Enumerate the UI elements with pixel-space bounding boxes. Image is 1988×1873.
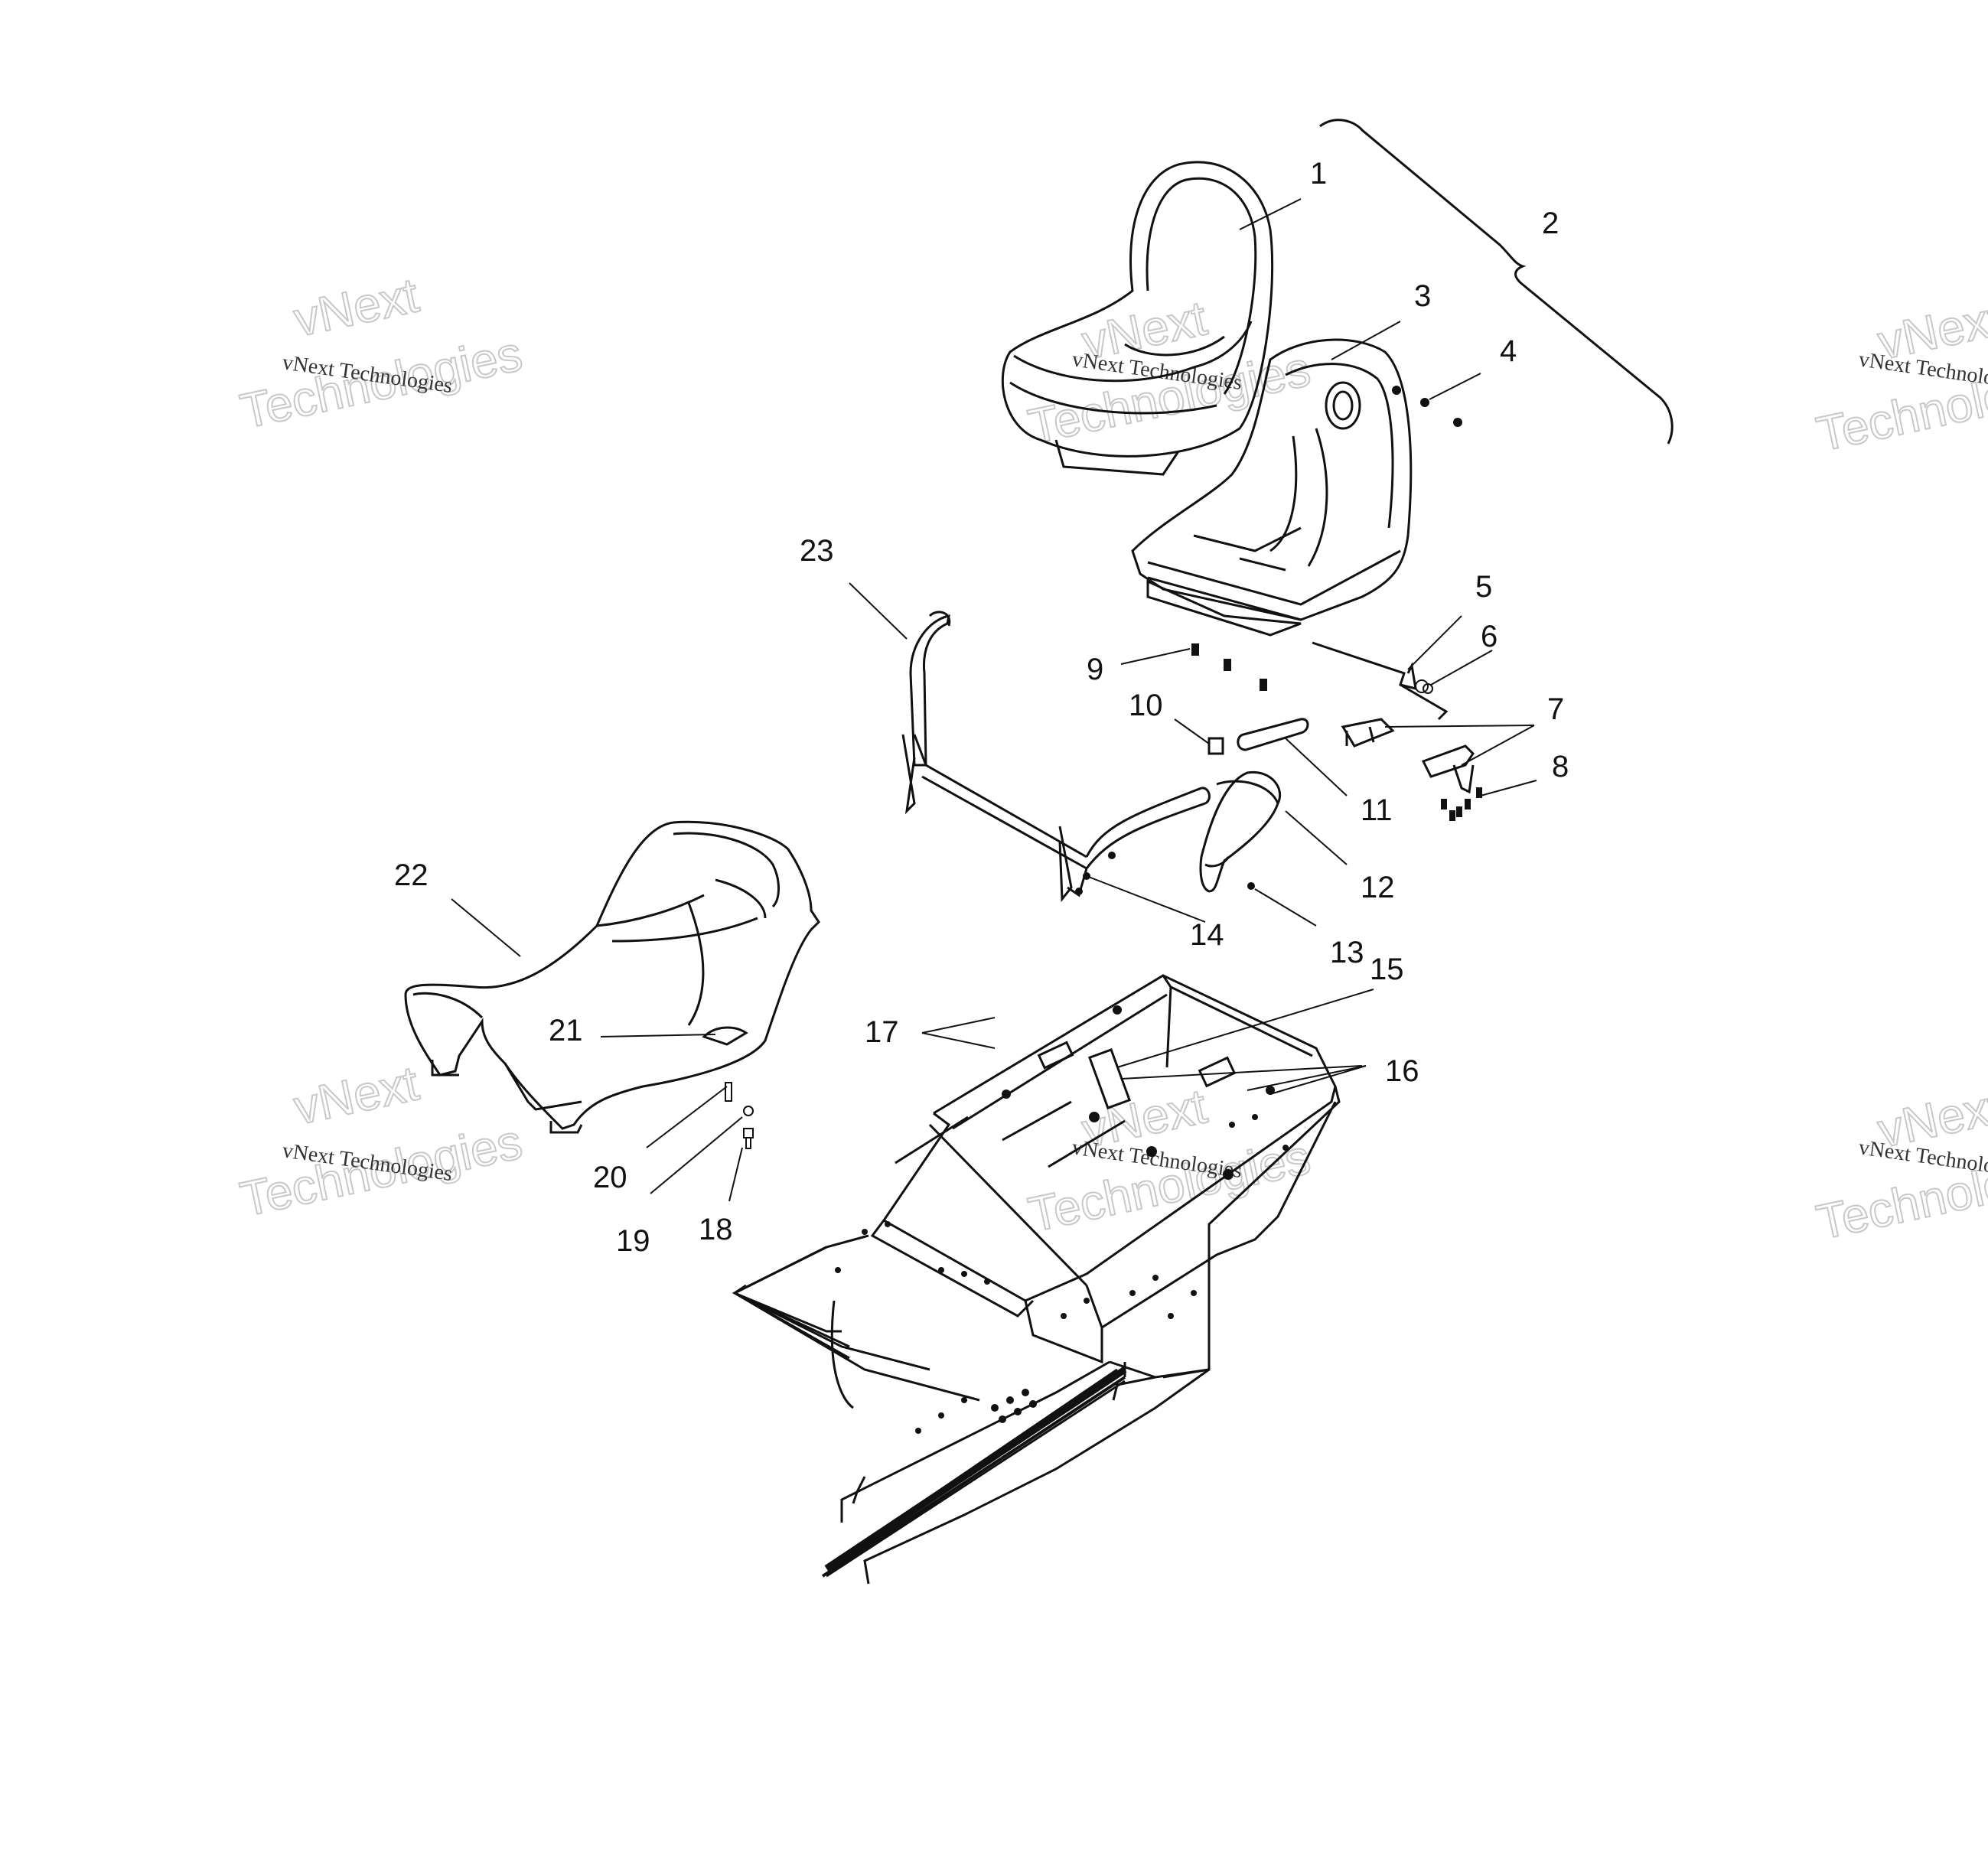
seat-base bbox=[1133, 340, 1411, 635]
callout-23: 23 bbox=[800, 534, 834, 568]
callout-11: 11 bbox=[1361, 793, 1393, 827]
chassis-rivets bbox=[835, 1005, 1289, 1434]
callout-9: 9 bbox=[1087, 653, 1103, 686]
callout-19: 19 bbox=[616, 1224, 650, 1258]
watermark-top-right: vNext Technologies vNext Technologies bbox=[1811, 289, 1988, 462]
seat-22 bbox=[406, 822, 819, 1132]
callout-4: 4 bbox=[1500, 334, 1517, 368]
svg-text:vNext: vNext bbox=[289, 267, 423, 347]
svg-text:vNext: vNext bbox=[289, 1055, 423, 1135]
callout-15: 15 bbox=[1370, 953, 1404, 986]
callout-labels: 1 2 3 4 5 6 7 8 9 10 11 12 13 14 15 16 1… bbox=[394, 157, 1569, 1258]
chassis-tunnel bbox=[735, 976, 1339, 1584]
spring bbox=[1415, 679, 1433, 694]
fasteners-18-20 bbox=[725, 1083, 754, 1148]
latch-bracket bbox=[1343, 719, 1473, 792]
group-bracket-2 bbox=[1319, 119, 1674, 445]
bolts-4 bbox=[1392, 386, 1462, 427]
callout-18: 18 bbox=[699, 1213, 733, 1246]
watermark-bottom-left: vNext Technologies vNext Technologies bbox=[235, 1054, 527, 1227]
callout-22: 22 bbox=[394, 858, 429, 892]
callout-13: 13 bbox=[1330, 936, 1364, 969]
watermark-top-center: vNext Technologies vNext Technologies bbox=[1023, 289, 1315, 454]
leader-lines bbox=[451, 198, 1537, 1202]
callout-10: 10 bbox=[1129, 689, 1163, 722]
light-housing-12 bbox=[1201, 772, 1280, 891]
bolts-9 bbox=[1192, 644, 1266, 690]
callout-1: 1 bbox=[1310, 157, 1327, 191]
callout-16: 16 bbox=[1385, 1054, 1419, 1088]
grab-handle bbox=[903, 612, 1209, 899]
bolts-8 bbox=[1442, 788, 1481, 820]
backrest-cushion bbox=[1002, 162, 1272, 474]
watermark-top-left: vNext Technologies vNext Technologies bbox=[235, 266, 527, 439]
callout-14: 14 bbox=[1190, 918, 1224, 952]
callout-21: 21 bbox=[549, 1014, 583, 1047]
callout-3: 3 bbox=[1414, 279, 1431, 313]
svg-text:Technologies: Technologies bbox=[1024, 1129, 1315, 1243]
callout-20: 20 bbox=[593, 1161, 627, 1194]
screws-13-14 bbox=[1075, 852, 1255, 895]
track-rail bbox=[823, 1370, 1125, 1576]
clip-10 bbox=[1209, 738, 1223, 754]
callout-6: 6 bbox=[1481, 620, 1498, 653]
latch-rod bbox=[1312, 643, 1446, 719]
callout-17: 17 bbox=[865, 1015, 899, 1049]
grip-11 bbox=[1238, 719, 1308, 750]
callout-2: 2 bbox=[1542, 207, 1559, 240]
callout-12: 12 bbox=[1361, 871, 1395, 904]
callout-7: 7 bbox=[1547, 692, 1564, 726]
watermark-bottom-right: vNext Technologies vNext Technologies bbox=[1811, 1077, 1988, 1250]
callout-8: 8 bbox=[1552, 750, 1569, 783]
callout-5: 5 bbox=[1475, 570, 1492, 604]
